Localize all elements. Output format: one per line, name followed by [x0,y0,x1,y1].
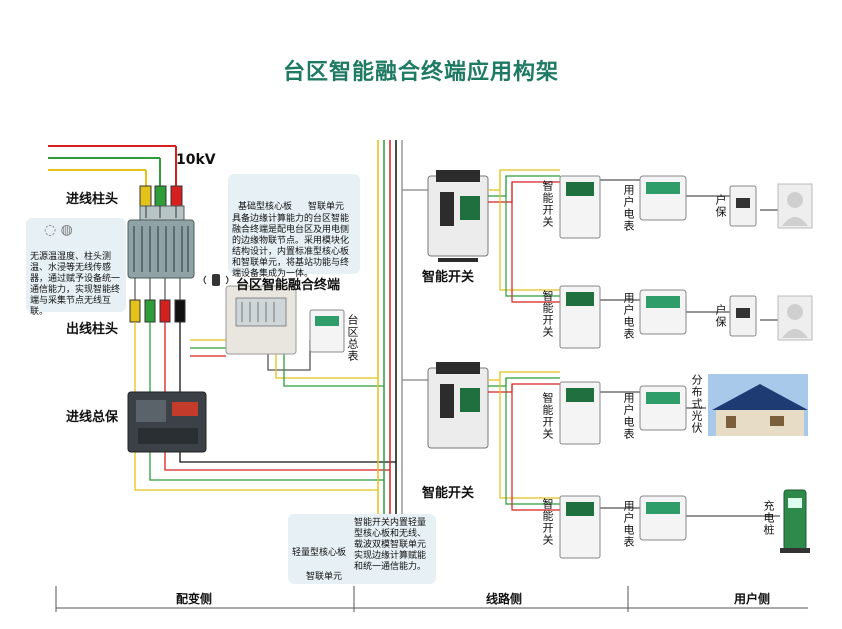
branch-switches [559,175,601,559]
feeder-wires [134,322,396,491]
main-breaker-label: 进线总保 [66,410,119,425]
branch-4-extra-label: 充电桩 [762,500,775,536]
voltage-label: 10kV [176,152,216,168]
switch-note-text: 智能开关内置轻量型核心板和无线、载波双模智联单元实现边缘计算赋能和统一通信能力。 [354,518,427,572]
terminal-note-box: 基础型核心板 智联单元 具备边缘计算能力的台区智能融合终端是配电台区及用电侧的边… [228,174,360,279]
branch-1-extra-label: 户保 [714,194,727,218]
area-meter-label: 台区总表 [346,314,359,362]
wireless-icon [203,274,229,286]
branch-2-switch-label: 智能开关 [541,290,554,338]
switch-note-box: 轻量型核心板 智联单元 智能开关内置轻量型核心板和无线、载波双模智联单元实现边缘… [288,514,436,584]
user-avatars [777,183,813,341]
branch-3-switch-label: 智能开关 [541,392,554,440]
terminal-unit-label: 智联单元 [308,202,345,212]
sensor-note-text: 无源温湿度、柱头测温、水浸等无线传感器，通过赋予设备统一通信能力，实现智能终端与… [30,252,121,317]
footer-left: 配变侧 [176,592,213,606]
fusion-terminal-box [225,285,297,355]
fusion-terminal-label: 台区智能融合终端 [236,278,341,293]
terminal-note-text: 具备边缘计算能力的台区智能融合终端是配电台区及用电侧的边缘物联节点。采用模块化结… [232,214,350,279]
incoming-pole-label: 进线柱头 [66,192,119,207]
footer-right: 用户侧 [734,592,771,606]
smart-switch-top [427,170,489,262]
smart-switch-top-label: 智能开关 [422,270,475,285]
user-meters [639,175,687,541]
branch-2-extra-label: 户保 [714,304,727,328]
branch-3-extra-label: 分布式光伏 [690,374,703,434]
terminal-board-label: 基础型核心板 [238,202,293,212]
pv-house [708,374,808,436]
branch-4-meter-label: 用户电表 [622,500,635,548]
hv-lines [48,145,177,190]
charging-pile [780,489,810,553]
switch-board-label: 轻量型核心板 [292,548,347,558]
switch-unit-label: 智联单元 [306,572,343,582]
outgoing-pole-insulators [129,278,186,323]
sensor-note-box: ◌ ◍ 无源温湿度、柱头测温、水浸等无线传感器，通过赋予设备统一通信能力，实现智… [26,218,126,317]
outgoing-pole-label: 出线柱头 [66,322,119,337]
page-title: 台区智能融合终端应用构架 [282,60,559,85]
branch-4-switch-label: 智能开关 [541,498,554,546]
sensor-icons: ◌ ◍ [44,222,73,238]
household-breakers [729,185,757,337]
main-breaker [127,391,207,453]
branch-wiring [488,169,780,517]
smart-switch-bottom [427,362,489,449]
busbars [377,140,428,540]
branch-3-meter-label: 用户电表 [622,392,635,440]
footer-middle: 线路侧 [486,592,523,606]
area-meter-device [309,309,345,353]
branch-1-meter-label: 用户电表 [622,184,635,232]
branch-1-switch-label: 智能开关 [541,180,554,228]
footer-lines [55,586,808,612]
transformer [127,205,195,279]
smart-switch-bottom-label: 智能开关 [422,486,475,501]
branch-2-meter-label: 用户电表 [622,292,635,340]
incoming-pole-insulators [139,185,183,207]
